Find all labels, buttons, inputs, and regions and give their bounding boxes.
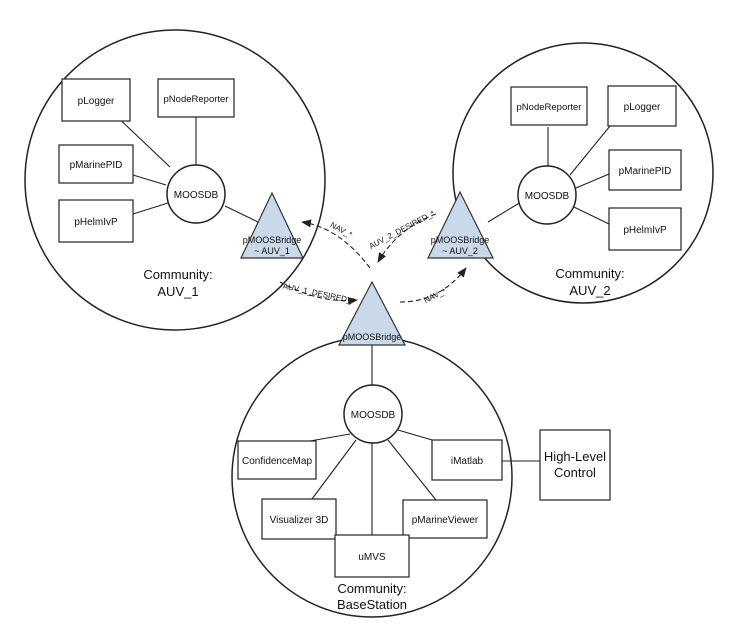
app-box-phelmivp-auv2 <box>608 207 682 251</box>
app-label-pmarinepid-auv2: pMarinePID <box>619 166 672 177</box>
bridge-triangle-auv2 <box>427 190 494 259</box>
app-label-phelmivp-auv2: pHelmIvP <box>623 225 667 236</box>
app-label-umvs: uMVS <box>358 552 386 563</box>
app-box-phelmivp-auv1 <box>58 199 134 243</box>
moosdb-node-base <box>343 384 403 444</box>
link-moosdb-pmarineviewer <box>387 439 437 501</box>
app-label-pnodereporter-auv2: pNodeReporter <box>517 102 582 113</box>
bridge-label-base: pMOOSBridge <box>343 332 402 342</box>
app-label-plogger-auv2: pLogger <box>624 102 661 113</box>
app-label-imatlab: iMatlab <box>451 456 484 467</box>
app-box-pmarineviewer <box>402 499 488 539</box>
app-label-pmarinepid-auv1: pMarinePID <box>70 160 123 171</box>
moosdb-label-base: MOOSDB <box>351 410 396 421</box>
moosdb-node-auv1 <box>166 164 226 224</box>
app-box-imatlab <box>431 439 503 481</box>
arrow-label-auv2-desired: AUV_2_DESIRED_* <box>368 209 437 251</box>
high-level-control-label-line1: High-Level <box>544 449 606 464</box>
app-box-umvs <box>334 534 410 578</box>
app-box-visualizer3d <box>261 498 337 540</box>
arrow-label-nav-to-auv1: NAV_* <box>329 220 354 239</box>
link-phelmivp-moosdb-auv2 <box>573 206 610 225</box>
bridge-auv2: pMOOSBridge ~ AUV_2 <box>427 190 494 259</box>
arrow-nav-to-auv1 <box>301 219 371 269</box>
bridge-triangle-base <box>338 280 406 346</box>
moosdb-label-auv1: MOOSDB <box>174 190 219 201</box>
high-level-control-label-line2: Control <box>554 465 596 480</box>
moosdb-label-auv2: MOOSDB <box>525 191 570 202</box>
app-label-pnodereporter-auv1: pNodeReporter <box>164 94 229 105</box>
app-label-visualizer3d: Visualizer 3D <box>270 515 329 526</box>
community-label-auv1-line1: Community: <box>143 267 212 282</box>
high-level-control: High-Level Control <box>539 429 611 501</box>
link-moosdb-bridge-auv2 <box>487 201 522 223</box>
link-phelmivp-moosdb-auv1 <box>132 202 169 215</box>
bridge-label-auv2-line2: ~ AUV_2 <box>442 246 478 256</box>
app-label-confidencemap: ConfidenceMap <box>242 456 312 467</box>
bridge-basestation: pMOOSBridge <box>338 280 406 346</box>
community-label-auv2-line1: Community: <box>555 266 624 281</box>
link-moosdb-visualizer3d <box>311 439 357 500</box>
app-box-plogger-auv1 <box>61 78 131 122</box>
app-box-pmarinepid-auv1 <box>58 144 134 184</box>
community-label-base-line2: BaseStation <box>337 597 407 612</box>
app-box-pnodereporter-auv1 <box>157 78 235 118</box>
community-label-auv1-line2: AUV_1 <box>157 284 198 299</box>
bridge-triangle-auv1 <box>240 191 304 259</box>
bridge-label-auv1-line2: ~ AUV_1 <box>254 246 290 256</box>
app-label-plogger-auv1: pLogger <box>78 96 115 107</box>
app-label-pmarineviewer: pMarineViewer <box>412 515 479 526</box>
arrow-label-nav-to-auv2: NAV_* <box>422 287 447 305</box>
community-label-auv2-line2: AUV_2 <box>569 283 610 298</box>
app-box-confidencemap <box>237 440 317 480</box>
link-plogger-moosdb-auv2 <box>569 125 611 176</box>
bridge-auv1: pMOOSBridge ~ AUV_1 <box>240 191 304 259</box>
high-level-control-box <box>539 429 611 501</box>
app-box-pnodereporter-auv2 <box>510 86 588 126</box>
link-pmarinepid-moosdb-auv2 <box>575 173 610 189</box>
link-moosdb-imatlab <box>397 429 433 441</box>
link-pmarinepid-moosdb-auv1 <box>132 174 167 186</box>
arrow-label-auv1-desired: AUV_1_DESIRED_* <box>282 282 355 306</box>
app-label-phelmivp-auv1: pHelmIvP <box>74 217 118 228</box>
community-auv1: pLogger pNodeReporter pMarinePID pHelmIv… <box>24 29 326 331</box>
app-box-pmarinepid-auv2 <box>608 149 682 191</box>
community-label-base-line1: Community: <box>337 581 406 596</box>
community-basestation: ConfidenceMap iMatlab Visualizer 3D pMar… <box>231 336 540 618</box>
link-moosdb-confidencemap <box>309 433 351 442</box>
bridge-label-auv1-line1: pMOOSBridge <box>243 235 302 245</box>
community-auv2: pNodeReporter pLogger pMarinePID pHelmIv… <box>452 42 714 304</box>
app-box-plogger-auv2 <box>607 85 677 127</box>
link-moosdb-bridge-auv1 <box>224 205 259 223</box>
arrow-auv1-desired <box>279 281 358 305</box>
bridge-label-auv2-line1: pMOOSBridge <box>431 235 490 245</box>
moosdb-node-auv2 <box>517 165 577 225</box>
